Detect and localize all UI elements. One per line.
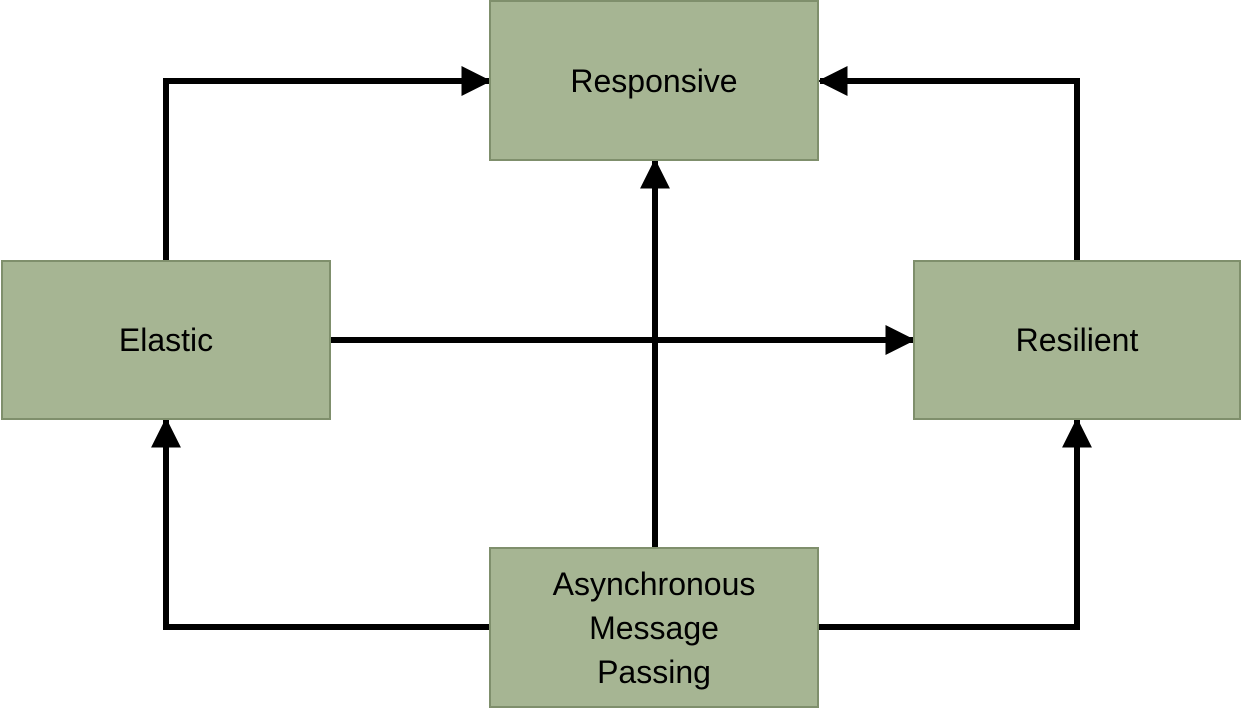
node-elastic: Elastic <box>1 260 331 420</box>
node-resilient-label: Resilient <box>1015 322 1139 358</box>
edge-async-to-resilient <box>819 417 1092 630</box>
edge-async-to-elastic <box>151 417 489 630</box>
node-async-message-passing: Asynchronous Message Passing <box>489 547 819 708</box>
edge-resilient-to-responsive <box>817 66 1080 260</box>
node-elastic-label: Elastic <box>118 322 214 358</box>
edge-elastic-to-responsive <box>163 66 492 260</box>
node-responsive: Responsive <box>489 0 819 161</box>
node-resilient: Resilient <box>913 260 1241 420</box>
node-async-message-passing-label: Asynchronous Message Passing <box>552 565 756 690</box>
node-responsive-label: Responsive <box>570 62 738 99</box>
